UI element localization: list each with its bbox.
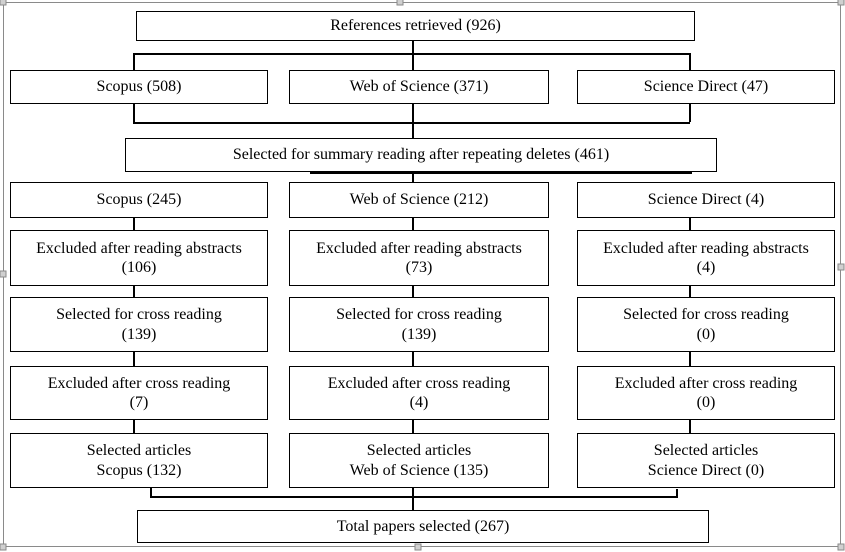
resize-handle-top-left[interactable] [0,0,7,6]
connector-col-left-4 [133,419,135,434]
resize-handle-top-right[interactable] [837,0,845,6]
connector-bottom-right [676,489,678,497]
box-excluded-abstracts-wos: Excluded after reading abstracts (73) [289,230,549,286]
resize-handle-left-center[interactable] [0,270,7,278]
connector-col-middle-1 [412,218,414,231]
box-excluded-abstracts-scopus: Excluded after reading abstracts (106) [10,230,268,286]
connector-col-right-4 [689,419,691,434]
box-selected-articles-wos: Selected articles Web of Science (135) [289,433,549,488]
box-web-of-science-initial: Web of Science (371) [289,70,549,104]
connector-rise-right [689,104,691,122]
box-excluded-cross-wos: Excluded after cross reading (4) [289,366,549,420]
connector-col-right-3 [689,351,691,367]
box-cross-reading-wos: Selected for cross reading (139) [289,297,549,352]
connector-summary-stem [412,122,414,138]
resize-handle-top-center[interactable] [396,0,404,6]
connector-summary-to-row2 [412,174,414,183]
box-references-retrieved: References retrieved (926) [136,11,695,41]
box-selected-articles-science-direct: Selected articles Science Direct (0) [577,433,835,488]
connector-rise-middle [412,104,414,122]
box-excluded-cross-scopus: Excluded after cross reading (7) [10,366,268,420]
connector-col-middle-2 [412,285,414,298]
box-total-papers: Total papers selected (267) [137,510,709,543]
connector-summary-underline [310,171,692,174]
connector-bottom-middle [412,487,414,497]
connector-col-left-3 [133,351,135,367]
connector-col-left-1 [133,218,135,231]
connector-drop-right [689,53,691,70]
connector-bottom-collector [150,495,678,498]
box-excluded-cross-science-direct: Excluded after cross reading (0) [577,366,835,420]
box-cross-reading-scopus: Selected for cross reading (139) [10,297,268,352]
connector-top-collector [133,53,690,55]
resize-handle-bottom-right[interactable] [837,543,845,551]
connector-col-middle-3 [412,351,414,367]
box-science-direct-initial: Science Direct (47) [577,70,835,104]
connector-drop-left [133,53,135,70]
resize-handle-bottom-center[interactable] [414,543,422,551]
connector-col-right-2 [689,285,691,298]
connector-top-stem [412,41,414,53]
box-summary-reading: Selected for summary reading after repea… [125,138,717,172]
connector-drop-middle [412,53,414,70]
resize-handle-right-center[interactable] [837,263,845,271]
connector-col-right-1 [689,218,691,231]
connector-col-middle-4 [412,419,414,434]
box-selected-articles-scopus: Selected articles Scopus (132) [10,433,268,488]
connector-total-stem [412,497,414,510]
connector-rise-left [133,104,135,122]
connector-bottom-left [150,487,152,497]
box-cross-reading-science-direct: Selected for cross reading (0) [577,297,835,352]
connector-merge-collector [133,122,690,124]
box-scopus-deduped: Scopus (245) [10,182,268,218]
box-excluded-abstracts-science-direct: Excluded after reading abstracts (4) [577,230,835,286]
connector-col-left-2 [133,285,135,298]
resize-handle-bottom-left[interactable] [0,543,7,551]
box-web-of-science-deduped: Web of Science (212) [289,182,549,218]
box-science-direct-deduped: Science Direct (4) [577,182,835,218]
box-scopus-initial: Scopus (508) [10,70,268,104]
